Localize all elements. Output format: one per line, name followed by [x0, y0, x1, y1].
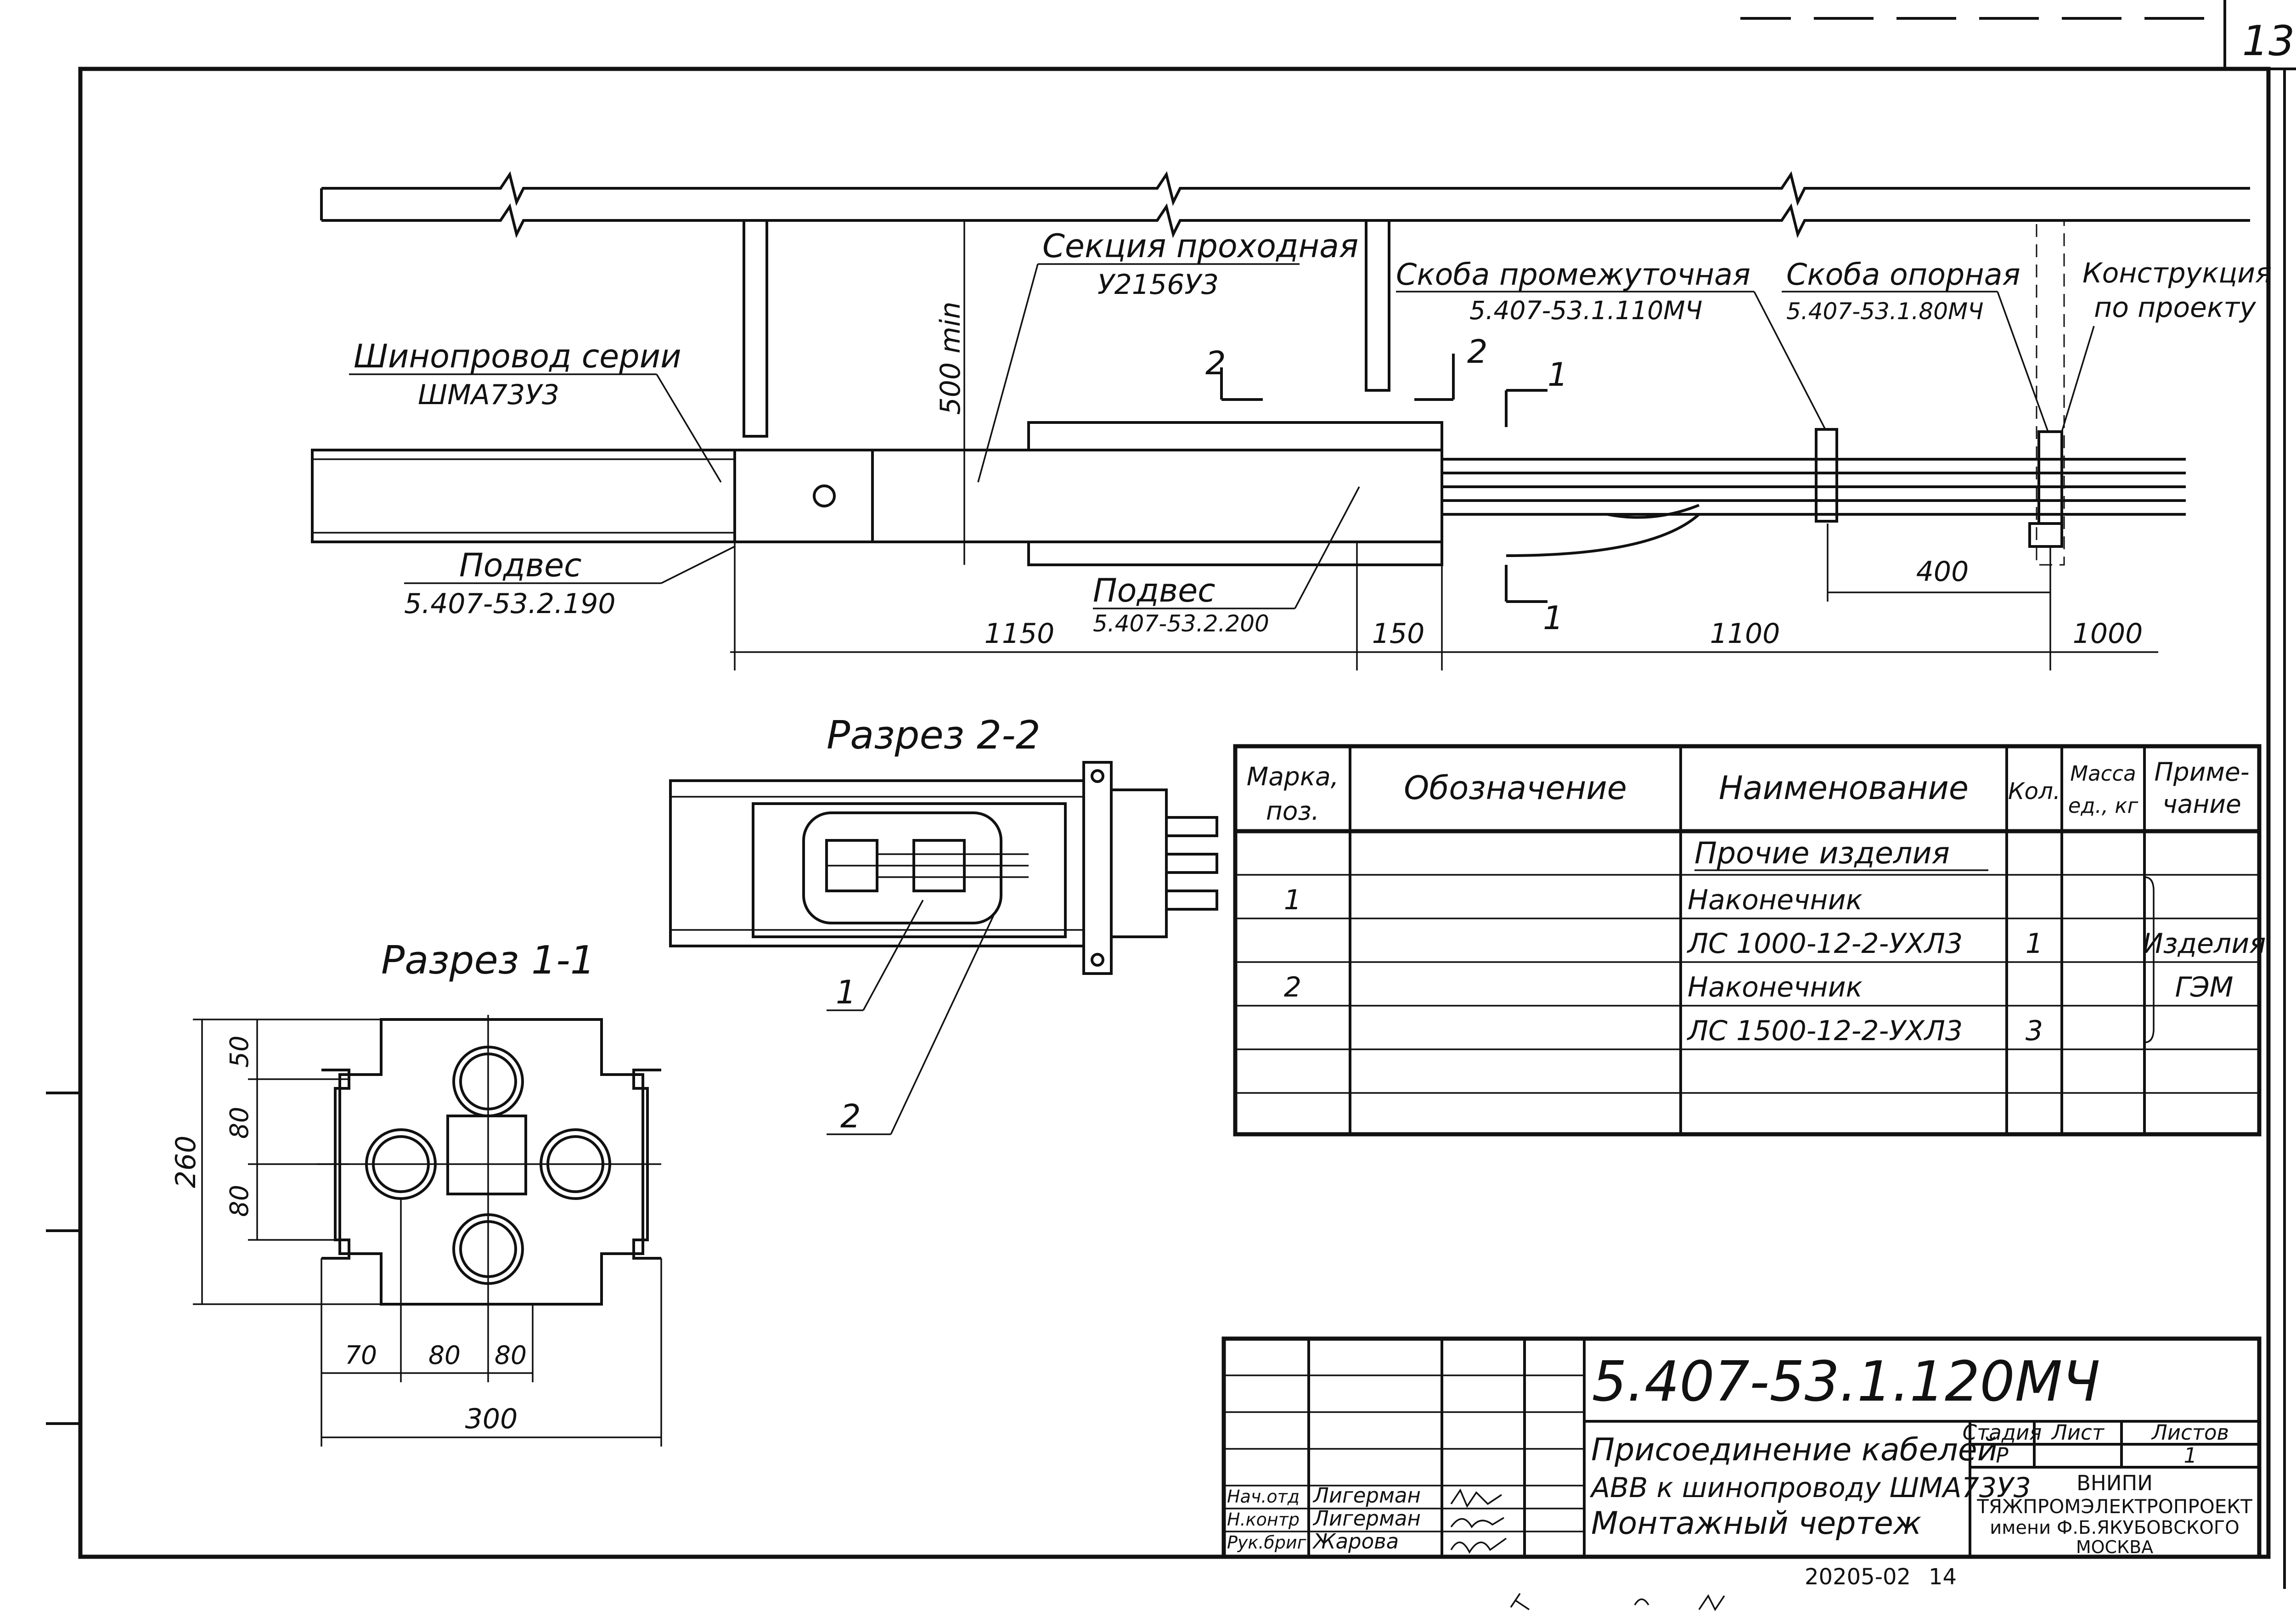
th-qty: Кол.: [2008, 778, 2060, 805]
sheet-label: Лист: [2051, 1420, 2105, 1445]
role-2: Рук.бриг: [1227, 1532, 1307, 1553]
th-name: Наименование: [1719, 769, 1969, 807]
stage-value: Р: [1996, 1443, 2009, 1468]
dim-1150: 1150: [985, 618, 1055, 650]
row-3-pos: 2: [1284, 971, 1301, 1003]
th-mark: Марка,: [1247, 762, 1339, 791]
dim-v-80b: 80: [225, 1185, 254, 1217]
title-line-1: Присоединение кабелей: [1591, 1432, 1998, 1468]
section-1-1-view: Разрез 1-1 50 80 80 260 70: [170, 938, 662, 1447]
hanger2-label-1: Подвес: [1093, 572, 1216, 609]
dim-1000: 1000: [2073, 618, 2143, 650]
footer-sheet-number: 14: [1929, 1564, 1957, 1590]
section-label-1: Секция проходная: [1042, 227, 1358, 265]
callout-1: 1: [836, 974, 856, 1011]
th-mass-2: ед., кг: [2068, 794, 2138, 818]
name-2: Жарова: [1312, 1529, 1399, 1554]
busway-label-1: Шинопровод серии: [354, 338, 681, 375]
section-label-2: У2156У3: [1097, 269, 1219, 301]
row-2-qty: 1: [2026, 928, 2043, 960]
sheets-value: 1: [2184, 1443, 2197, 1468]
busway-label-2: ШМА73У3: [418, 379, 559, 411]
hanger1-label-2: 5.407-53.2.190: [404, 588, 616, 620]
row-4-name: ЛС 1500-12-2-УХЛ3: [1687, 1015, 1963, 1047]
page-number: 13: [2242, 17, 2295, 65]
org-line-2: ТЯЖПРОМЭЛЕКТРОПРОЕКТ: [1976, 1495, 2252, 1518]
doc-code: 5.407-53.1.120МЧ: [1592, 1350, 2100, 1414]
row-0-name: Прочие изделия: [1694, 836, 1950, 871]
th-note-1: Приме-: [2154, 757, 2249, 787]
row-4-qty: 3: [2026, 1015, 2043, 1047]
dim-1100: 1100: [1710, 618, 1780, 650]
row-1-pos: 1: [1284, 884, 1301, 916]
signature-1: [1450, 1517, 1504, 1529]
th-mark-2: поз.: [1266, 796, 1319, 826]
bottom-handwriting: [1510, 1593, 1725, 1611]
stage-label: Стадия: [1963, 1420, 2042, 1445]
name-0: Лигерман: [1312, 1483, 1421, 1508]
dim-h-80b: 80: [495, 1340, 527, 1370]
org-line-3: имени Ф.Б.ЯКУБОВСКОГО: [1990, 1517, 2240, 1538]
cut-2-right: 2: [1467, 333, 1488, 371]
callout-2: 2: [840, 1098, 861, 1135]
role-1: Н.контр: [1227, 1509, 1300, 1530]
th-note-2: чание: [2162, 789, 2241, 819]
th-mass-1: Масса: [2070, 761, 2136, 786]
section-1-1-title: Разрез 1-1: [381, 938, 595, 983]
specification-table: Марка, поз. Обозначение Наименование Кол…: [1233, 744, 2266, 1137]
dim-400: 400: [1916, 556, 1969, 588]
bracket-support-label-1: Скоба опорная: [1786, 258, 2020, 292]
title-line-3: Монтажный чертеж: [1591, 1505, 1921, 1542]
drawing-frame: [78, 67, 2271, 1559]
org-line-1: ВНИПИ: [2077, 1471, 2153, 1495]
section-2-2-title: Разрез 2-2: [827, 713, 1041, 758]
row-1-name: Наконечник: [1688, 884, 1863, 916]
construction-label-2: по проекту: [2094, 292, 2257, 324]
archive-number: 20205-02: [1805, 1564, 1911, 1590]
section-2-2-view: Разрез 2-2 1 2: [669, 713, 1218, 1135]
title-block: 5.407-53.1.120МЧ Присоединение кабелей А…: [1221, 1336, 2262, 1559]
th-designation: Обозначение: [1404, 769, 1627, 807]
org-line-4: МОСКВА: [2076, 1537, 2153, 1557]
main-elevation-view: 2 2 1 1 500 min 1150 150 1100 1000 400 Ш…: [311, 171, 2272, 670]
signature-2: [1450, 1537, 1507, 1554]
dim-h-300: 300: [465, 1403, 518, 1435]
top-margin-marks: [1740, 0, 2296, 70]
cut-1-top: 1: [1548, 356, 1568, 394]
signature-0: [1450, 1488, 1502, 1508]
dim-v-80a: 80: [225, 1107, 254, 1139]
height-dimension: 500 min: [934, 302, 967, 415]
dim-v-50: 50: [225, 1036, 254, 1068]
name-1: Лигерман: [1312, 1506, 1421, 1531]
cut-2-left: 2: [1205, 344, 1226, 382]
sheets-label: Листов: [2151, 1420, 2229, 1445]
role-0: Нач.отд: [1227, 1486, 1300, 1507]
title-line-2: АВВ к шинопроводу ШМА73У3: [1589, 1472, 2031, 1504]
dim-150: 150: [1372, 618, 1425, 650]
row-2-note: Изделия: [2143, 928, 2266, 960]
hanger2-label-2: 5.407-53.2.200: [1093, 610, 1269, 637]
dim-h-70: 70: [345, 1340, 377, 1370]
bracket-support-label-2: 5.407-53.1.80МЧ: [1786, 298, 1983, 325]
cut-1-bottom: 1: [1543, 599, 1564, 637]
construction-label-1: Конструкция: [2082, 257, 2272, 289]
bracket-mid-label-2: 5.407-53.1.110МЧ: [1469, 296, 1702, 325]
dim-h-80a: 80: [428, 1340, 461, 1370]
bracket-mid-label-1: Скоба промежуточная: [1396, 258, 1750, 292]
row-3-name: Наконечник: [1688, 971, 1863, 1003]
row-2-name: ЛС 1000-12-2-УХЛ3: [1687, 928, 1963, 960]
row-3-note: ГЭМ: [2175, 971, 2233, 1003]
dim-v-260: 260: [170, 1136, 202, 1188]
hanger1-label-1: Подвес: [459, 546, 582, 584]
